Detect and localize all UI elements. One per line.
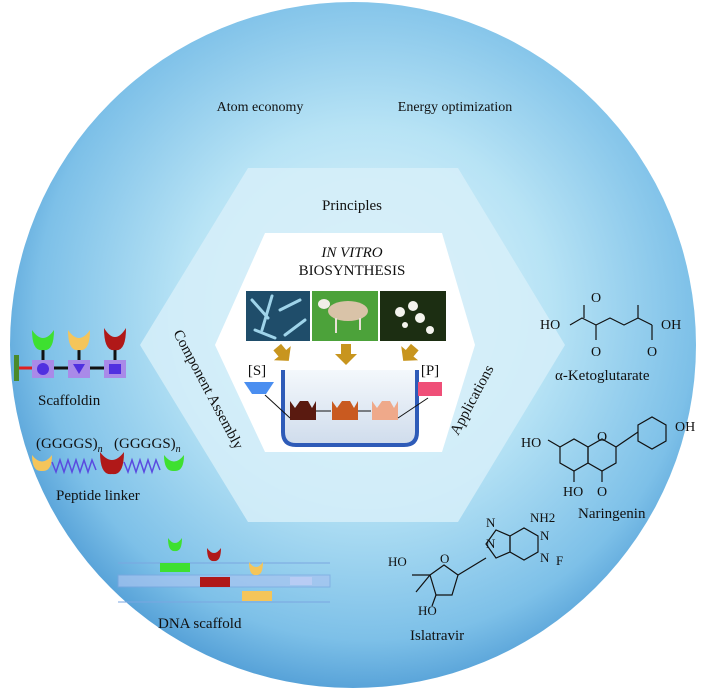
svg-text:F: F [556, 553, 563, 568]
peptide-linker-label: Peptide linker [56, 488, 140, 504]
svg-text:HO: HO [388, 554, 407, 569]
product-shape [418, 382, 442, 396]
substrate-label: [S] [248, 363, 266, 379]
svg-text:N: N [540, 550, 550, 565]
bacteria-image [246, 291, 310, 341]
svg-text:O: O [597, 485, 607, 500]
sheep-image [312, 291, 378, 341]
svg-text:O: O [440, 551, 449, 566]
principle-atom-economy: Atom economy [217, 100, 304, 115]
svg-text:O: O [647, 345, 657, 360]
biosynthesis-label: BIOSYNTHESIS [299, 263, 406, 279]
svg-text:OH: OH [661, 318, 681, 333]
svg-text:NH2: NH2 [530, 510, 555, 525]
islatravir-structure: NH2 N N N N F HO O HO [388, 510, 563, 618]
dna-scaffold-diagram [117, 538, 331, 603]
scaffoldin-diagram [14, 328, 126, 381]
svg-text:HO: HO [563, 485, 583, 500]
svg-text:N: N [540, 528, 550, 543]
product-label: [P] [421, 363, 439, 379]
naringenin-structure: HO OH O HO O [521, 416, 695, 500]
svg-text:N: N [486, 536, 496, 551]
peptide-linker-diagram [32, 452, 184, 475]
svg-text:HO: HO [418, 603, 437, 618]
svg-text:HO: HO [540, 318, 560, 333]
flowers-image [380, 291, 446, 341]
substrate-shape [244, 382, 274, 394]
naringenin-label: Naringenin [578, 506, 646, 522]
principle-energy-optimization: Energy optimization [398, 100, 512, 115]
svg-text:HO: HO [521, 436, 541, 451]
input-arrows [273, 343, 419, 365]
svg-text:O: O [591, 345, 601, 360]
enzyme-cascade [264, 394, 429, 420]
linker-sequence-1: (GGGGS)n [36, 436, 103, 455]
scaffoldin-label: Scaffoldin [38, 393, 101, 409]
linker-sequence-2: (GGGGS)n [114, 436, 181, 455]
islatravir-label: Islatravir [410, 628, 464, 644]
in-vitro-label: IN VITRO [320, 245, 382, 261]
svg-text:N: N [486, 515, 496, 530]
alpha-ketoglutarate-label: α-Ketoglutarate [555, 368, 650, 384]
svg-text:O: O [597, 430, 607, 445]
dna-scaffold-label: DNA scaffold [158, 616, 242, 632]
principles-title: Principles [322, 198, 382, 214]
alpha-ketoglutarate-structure: HO OH O O O [540, 291, 681, 360]
svg-text:OH: OH [675, 420, 695, 435]
svg-text:O: O [591, 291, 601, 306]
